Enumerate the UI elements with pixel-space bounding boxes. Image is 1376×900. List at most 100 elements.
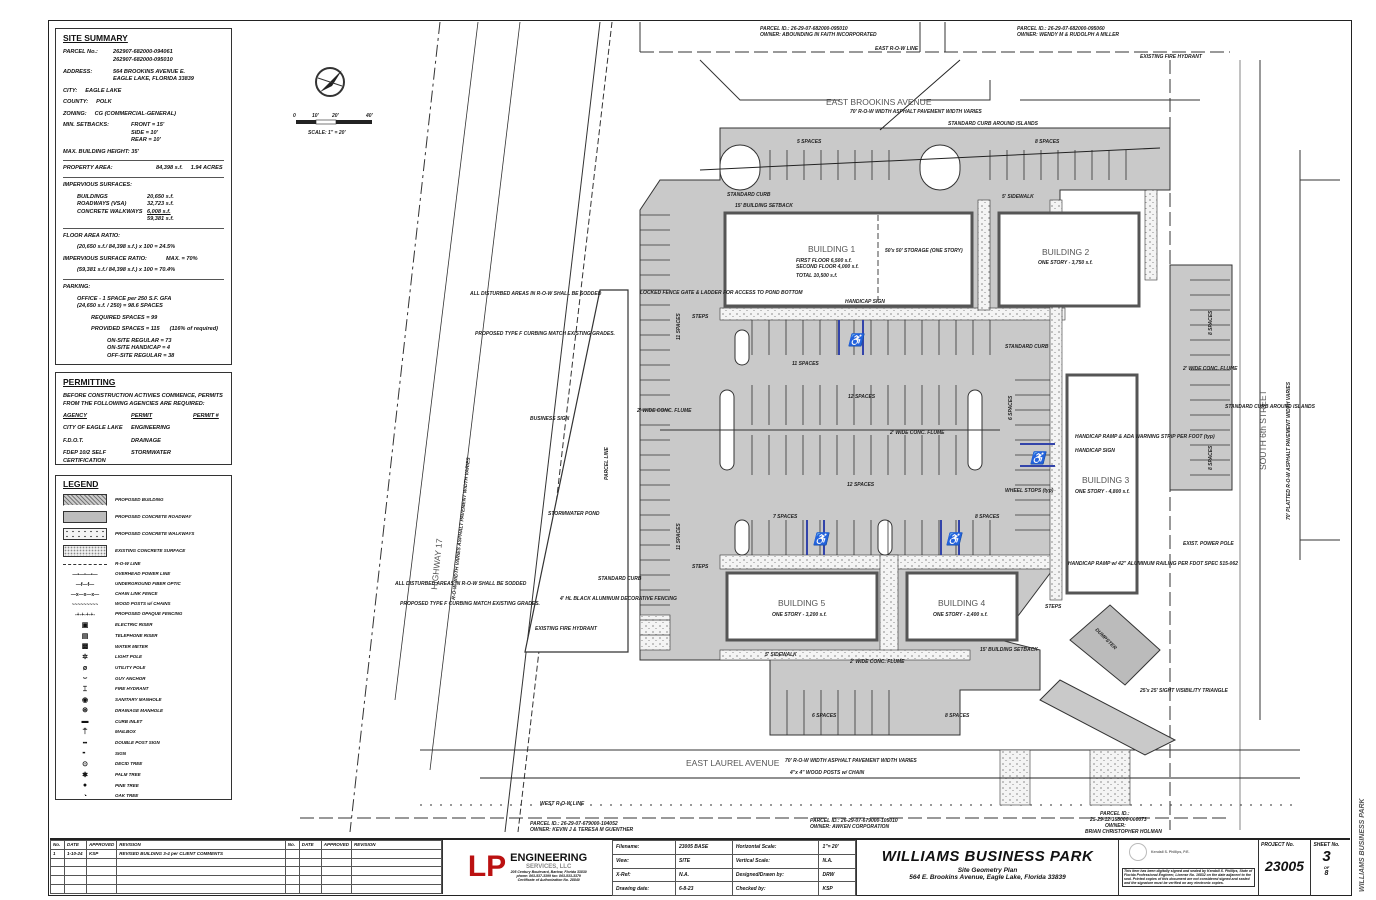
permit: ENGINEERING: [131, 425, 171, 432]
space-count: 5 SPACES: [797, 139, 822, 145]
label: ROADWAYS (VSA): [77, 201, 127, 208]
label: BUILDINGS: [77, 193, 108, 200]
curb-islands-label: STANDARD CURB AROUND ISLANDS: [948, 121, 1039, 127]
setback-label: 15' BUILDING SETBACK: [735, 203, 793, 209]
permit: DRAINAGE: [131, 437, 161, 444]
curb-label: STANDARD CURB: [1005, 344, 1049, 350]
flume-label: 2' WIDE CONC. FLUME: [1182, 366, 1238, 372]
info-value: DRW: [818, 867, 856, 883]
legend-label: GUY ANCHOR: [115, 675, 146, 681]
flume-label: 2' WIDE CONC. FLUME: [636, 408, 692, 414]
value: 32,723 s.f.: [147, 201, 174, 208]
parking-islands: [719, 144, 983, 556]
seal-note: This item has been digitally signed and …: [1122, 868, 1255, 888]
hydrant-label: EXISTING FIRE HYDRANT: [535, 626, 598, 632]
breakdown: OFF-SITE REGULAR = 38: [107, 352, 175, 359]
power-pole-label: EXIST. POWER POLE: [1183, 541, 1234, 547]
ramp-note: HANDICAP RAMP w/ 42" ALUMINUM RAILING PE…: [1068, 561, 1238, 567]
rev-header: REVISION: [116, 840, 286, 850]
project-no-value: 23005: [1265, 858, 1304, 874]
legend-label: LIGHT POLE: [115, 654, 142, 660]
parcel-owner: OWNER: WENDY M & RUDOLPH A MILLER: [1017, 32, 1119, 38]
building-area: ONE STORY - 2,400 s.f.: [933, 612, 988, 618]
info-label: Filename:: [612, 840, 676, 855]
legend-label: WOOD POSTS w/ CHAINS: [115, 601, 171, 607]
existing-concrete-swatch: [63, 545, 107, 558]
rev-header: No.: [50, 840, 65, 850]
legend-label: CURB INLET: [115, 718, 143, 724]
utility-pole-icon: ø: [82, 664, 88, 672]
roadway-swatch: [63, 511, 107, 524]
rev-approved: KSP: [85, 848, 118, 859]
company-address: 205 Century Boulevard, Bartow, Florida 3…: [510, 870, 587, 874]
building-area: TOTAL 10,500 s.f.: [796, 273, 837, 279]
pond-label: STORMWATER POND: [548, 511, 600, 517]
space-count: 6 SPACES: [1008, 395, 1014, 420]
sign-label: BUSINESS SIGN: [530, 416, 570, 422]
storage-label: 50'x 50' STORAGE (ONE STORY): [885, 248, 963, 254]
side-label: WILLIAMS BUSINESS PARK: [1359, 797, 1366, 892]
east-brookins-avenue: [639, 22, 1230, 101]
street-note: 70' R-O-W WIDTH ASPHALT PAVEMENT WIDTH V…: [850, 109, 982, 115]
permitting-intro: BEFORE CONSTRUCTION ACTIVIES COMMENCE, P…: [63, 393, 223, 408]
setback-label: 15' BUILDING SETBACK: [980, 647, 1038, 653]
property-acres: 1.94 ACRES: [190, 165, 223, 172]
legend-label: OAK TREE: [115, 793, 139, 799]
parcel-label: 25-29-12-358000-000073: [1089, 817, 1147, 823]
label: PROPERTY AREA:: [63, 165, 113, 172]
agency: FDEP 10/2 SELF CERTIFICATION: [63, 450, 107, 464]
sheet-total: 8: [1324, 870, 1329, 877]
overhead-power-line: [480, 59, 1300, 779]
info-value: N.A.: [818, 853, 856, 869]
label: ADDRESS:: [63, 68, 93, 75]
buildings: [723, 211, 1141, 642]
parcel-owner: BRIAN CHRISTOPHER HOLMAN: [1085, 829, 1162, 835]
ramp-note: HANDICAP RAMP & ADA WARNING STRIP PER FO…: [1075, 434, 1215, 440]
legend-label: PROPOSED OPAQUE FENCING: [115, 611, 183, 617]
handicap-icon: ♿: [813, 532, 830, 546]
agency: CITY OF EAGLE LAKE: [63, 425, 123, 432]
steps-label: STEPS: [1045, 604, 1062, 610]
space-count: 12 SPACES: [848, 394, 876, 400]
company-cert: Certificate of Authorization No. 28840: [517, 878, 580, 882]
ada-stalls: [806, 320, 1055, 555]
parking-rule: OFFICE - 1 SPACE per 250 S.F. GFA: [77, 295, 172, 302]
seal-signer: Kendall S. Phillips, P.E.: [1151, 850, 1190, 854]
legend-label: PINE TREE: [115, 782, 139, 788]
project-number: PROJECT No. 23005: [1258, 840, 1310, 896]
space-count: 8 SPACES: [1208, 445, 1214, 470]
street-label: EAST BROOKINS AVENUE: [826, 97, 932, 107]
permitting-title: PERMITTING: [63, 377, 116, 387]
label: IMPERVIOUS SURFACES:: [63, 182, 132, 189]
space-count: 8 SPACES: [975, 514, 1000, 520]
legend-label: MAILBOX: [115, 729, 136, 735]
legend-label: CHAIN LINK FENCE: [115, 591, 158, 597]
parking-stripes: [640, 150, 1230, 735]
guy-anchor-icon: ⌣: [82, 675, 88, 683]
parcel-label: PARCEL ID.: 26-29-07-682000-095010: [760, 26, 848, 32]
fence-note: 4' HL BLACK ALUMINUM DECORATIVE FENCING: [559, 596, 677, 602]
parcel-owner: OWNER: ABOUNDING IN FAITH INCORPORATED: [760, 32, 877, 38]
legend-label: PALM TREE: [115, 771, 141, 777]
stormwater-pond: [524, 289, 629, 653]
handicap-icon: ♿: [1030, 451, 1047, 465]
building-area: ONE STORY - 3,200 s.f.: [772, 612, 827, 618]
rev-header: REVISION: [351, 840, 442, 850]
space-count: 8 SPACES: [1035, 139, 1060, 145]
row-label: WEST R-O-W LINE: [540, 801, 585, 807]
rev-date: 1-10-24: [64, 848, 87, 859]
info-label: Drawing date:: [612, 881, 676, 896]
impervious-surface-ratio: (59,381 s.f./ 84,398 s.f.) x 100 = 70.4%: [77, 267, 176, 274]
note: 4"x 4" WOOD POSTS w/ CHAIN: [789, 770, 865, 776]
legend-label: PROPOSED CONCRETE WALKWAYS: [115, 530, 195, 536]
info-value: SITE: [674, 853, 733, 869]
building-1: [723, 211, 974, 308]
header: AGENCY: [63, 412, 87, 419]
label: COUNTY:: [63, 99, 89, 106]
highway-17: [349, 21, 613, 833]
building-name: BUILDING 2: [1042, 247, 1090, 257]
sign-icon: ╸: [82, 750, 88, 758]
flume-label: 2' WIDE CONC. FLUME: [889, 430, 945, 436]
legend-label: OVERHEAD POWER LINE: [115, 571, 171, 577]
note: PROPOSED TYPE F CURBING MATCH EXISTING G…: [400, 601, 540, 607]
